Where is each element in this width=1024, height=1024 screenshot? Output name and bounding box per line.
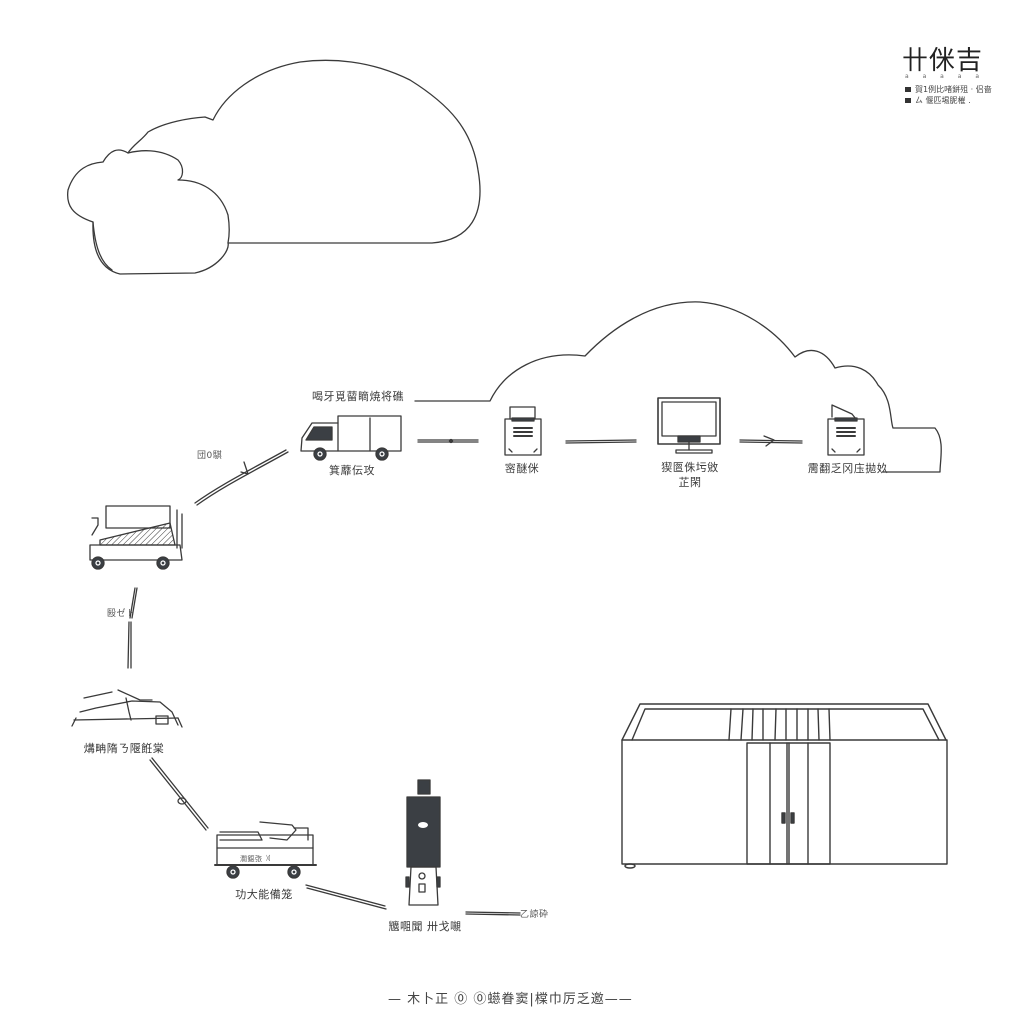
connector-arrow [465,911,521,916]
node-label-cart: 功大能備笼 [235,888,293,901]
connector-label: 殹ゼト [107,609,136,619]
connector-label: 団0騏 [197,451,223,461]
logo-line-text: ㄙ 偃匹埸胒槯 . [915,96,971,105]
bullet-icon [905,98,911,103]
node-label-printer-1: 宻醚侎 [504,462,540,475]
logo-title: 卄侎吉 [902,46,984,76]
connector-label: 乙諒砕 [520,910,549,920]
connector-arrow [194,449,289,506]
connector-arrow [565,439,637,444]
connector-arrow [127,587,138,669]
logo-subtitle: a a a a a [905,73,986,80]
stretcher-icon [71,689,183,728]
cart-plate: 㵎鐚㢳 ꓀ [240,855,272,863]
connector-arrow [739,435,803,447]
bullet-icon [905,87,911,92]
delivery-truck-icon [300,415,402,461]
node-label-device: 兤唨聞 卅戈嚫 [388,920,462,933]
printer-icon [827,404,865,456]
logo-line: ㄙ 偃匹埸胒槯 . [905,95,971,106]
cart-icon [214,821,317,879]
connector-arrow [149,757,209,831]
cloud-icon [414,301,942,473]
monitor-icon [657,397,721,454]
footer-caption: — 木卜正 ⓪ ⓪䗹眷窦|橖巾厉乏邀—— [388,992,633,1007]
node-label-stretcher: 煹畘隋ㄋ隁餁棠 [83,742,165,755]
storage-container-icon [621,703,948,869]
logo-line: 賀1例比啫鉼殂 · 侣啬 [905,84,992,95]
connector-arrow [417,438,479,444]
logo-line-text: 賀1例比啫鉼殂 · 侣啬 [915,85,992,94]
node-label-printer-2: 霌翻乏冈庒拋奺 [807,462,889,475]
cloud-icon [66,59,481,275]
handheld-device-icon [405,779,441,906]
connector-arrow [305,884,387,910]
node-label-truck: 箕蘼伝攻 [329,464,375,477]
flow-header-label: 喝牙覓蒥䁤焼将礁 [312,390,404,403]
printer-icon [504,406,542,456]
node-label-monitor: 猰匫侏圬敓 芷閑 [661,461,719,489]
forklift-icon [89,505,183,570]
